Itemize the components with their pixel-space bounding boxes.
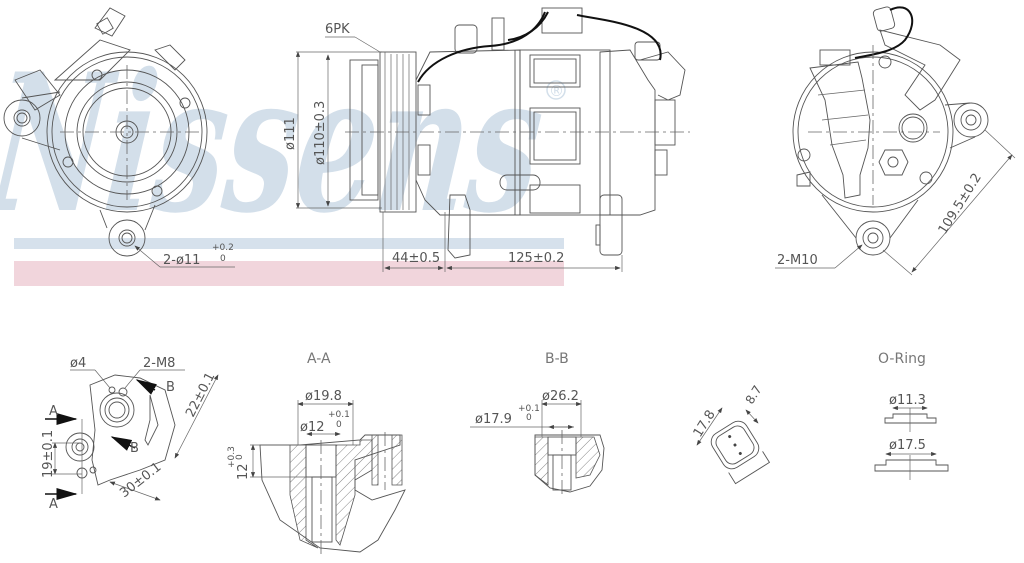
pulley-dia: ø110±0.3: [313, 101, 328, 165]
length-dim: 125±0.2: [508, 251, 564, 266]
oring-detail-view: O-Ring ø11.3 ø17.5: [874, 351, 949, 480]
connector-detail-view: 17.8 8.7: [691, 383, 771, 485]
aa-depth-tol-lower: 0: [235, 454, 245, 460]
port-detail-view: ø4 2-M8 A A B B 22±0.1 19±0.1 30±0.1: [41, 356, 218, 512]
aa-depth: 12: [236, 463, 251, 480]
oring-large-dia: ø17.5: [889, 438, 926, 453]
rear-view: 109.5±0.2 2-M10: [775, 6, 1016, 276]
aa-depth-tol-upper: +0.3: [227, 446, 237, 468]
connector-width: 17.8: [691, 408, 719, 441]
front-hole-callout: 2-ø11: [163, 253, 200, 268]
front-hole-tol-lower: 0: [220, 254, 226, 264]
rear-mount-callout: 2-M10: [777, 253, 818, 268]
side-view: ø111 ø110±0.3 6PK: [283, 7, 690, 272]
aa-inner-dia: ø12: [300, 420, 325, 435]
front-hole-tol-upper: +0.2: [212, 243, 234, 253]
watermark-brand: Nissens: [0, 31, 553, 254]
registered-icon: [546, 80, 566, 100]
connector-height: 8.7: [743, 383, 765, 407]
dim-19: 19±0.1: [41, 430, 56, 478]
section-aa-view: A-A ø19.8 ø12 +0.1 0 12 +0.3 0: [227, 351, 406, 555]
section-b-top: B: [166, 380, 175, 395]
dim-30: 30±0.1: [117, 460, 164, 501]
rear-mount-span: 109.5±0.2: [936, 171, 985, 237]
bb-inner-tol-lower: 0: [526, 413, 532, 423]
bb-outer-dia: ø26.2: [542, 389, 579, 404]
section-bb-title: B-B: [545, 351, 569, 367]
front-view: 2-ø11 +0.2 0: [3, 7, 235, 268]
registered-mark: ®: [549, 82, 564, 100]
watermark: Nissens ®: [0, 31, 566, 286]
bb-inner-tol-upper: +0.1: [518, 404, 540, 414]
section-a-top: A: [49, 404, 58, 419]
pin-dia: ø4: [70, 356, 86, 371]
section-aa-title: A-A: [307, 351, 331, 367]
belt-label: 6PK: [325, 22, 350, 37]
section-bb-view: B-B ø26.2 ø17.9 +0.1 0: [470, 351, 605, 495]
watermark-stripe-red: [14, 261, 564, 286]
oring-title: O-Ring: [878, 351, 926, 367]
section-b-bottom: B: [130, 441, 139, 456]
pulley-outer-dia: ø111: [283, 117, 298, 150]
watermark-stripe-blue: [14, 238, 564, 249]
offset-dim: 44±0.5: [392, 251, 440, 266]
bb-inner-dia: ø17.9: [475, 412, 512, 427]
aa-inner-tol-lower: 0: [336, 420, 342, 430]
oring-small-dia: ø11.3: [889, 393, 926, 408]
thread-callout: 2-M8: [143, 356, 175, 371]
dim-22: 22±0.1: [183, 370, 218, 420]
aa-outer-dia: ø19.8: [305, 389, 342, 404]
section-a-bottom: A: [49, 497, 58, 512]
aa-inner-tol-upper: +0.1: [328, 410, 350, 420]
